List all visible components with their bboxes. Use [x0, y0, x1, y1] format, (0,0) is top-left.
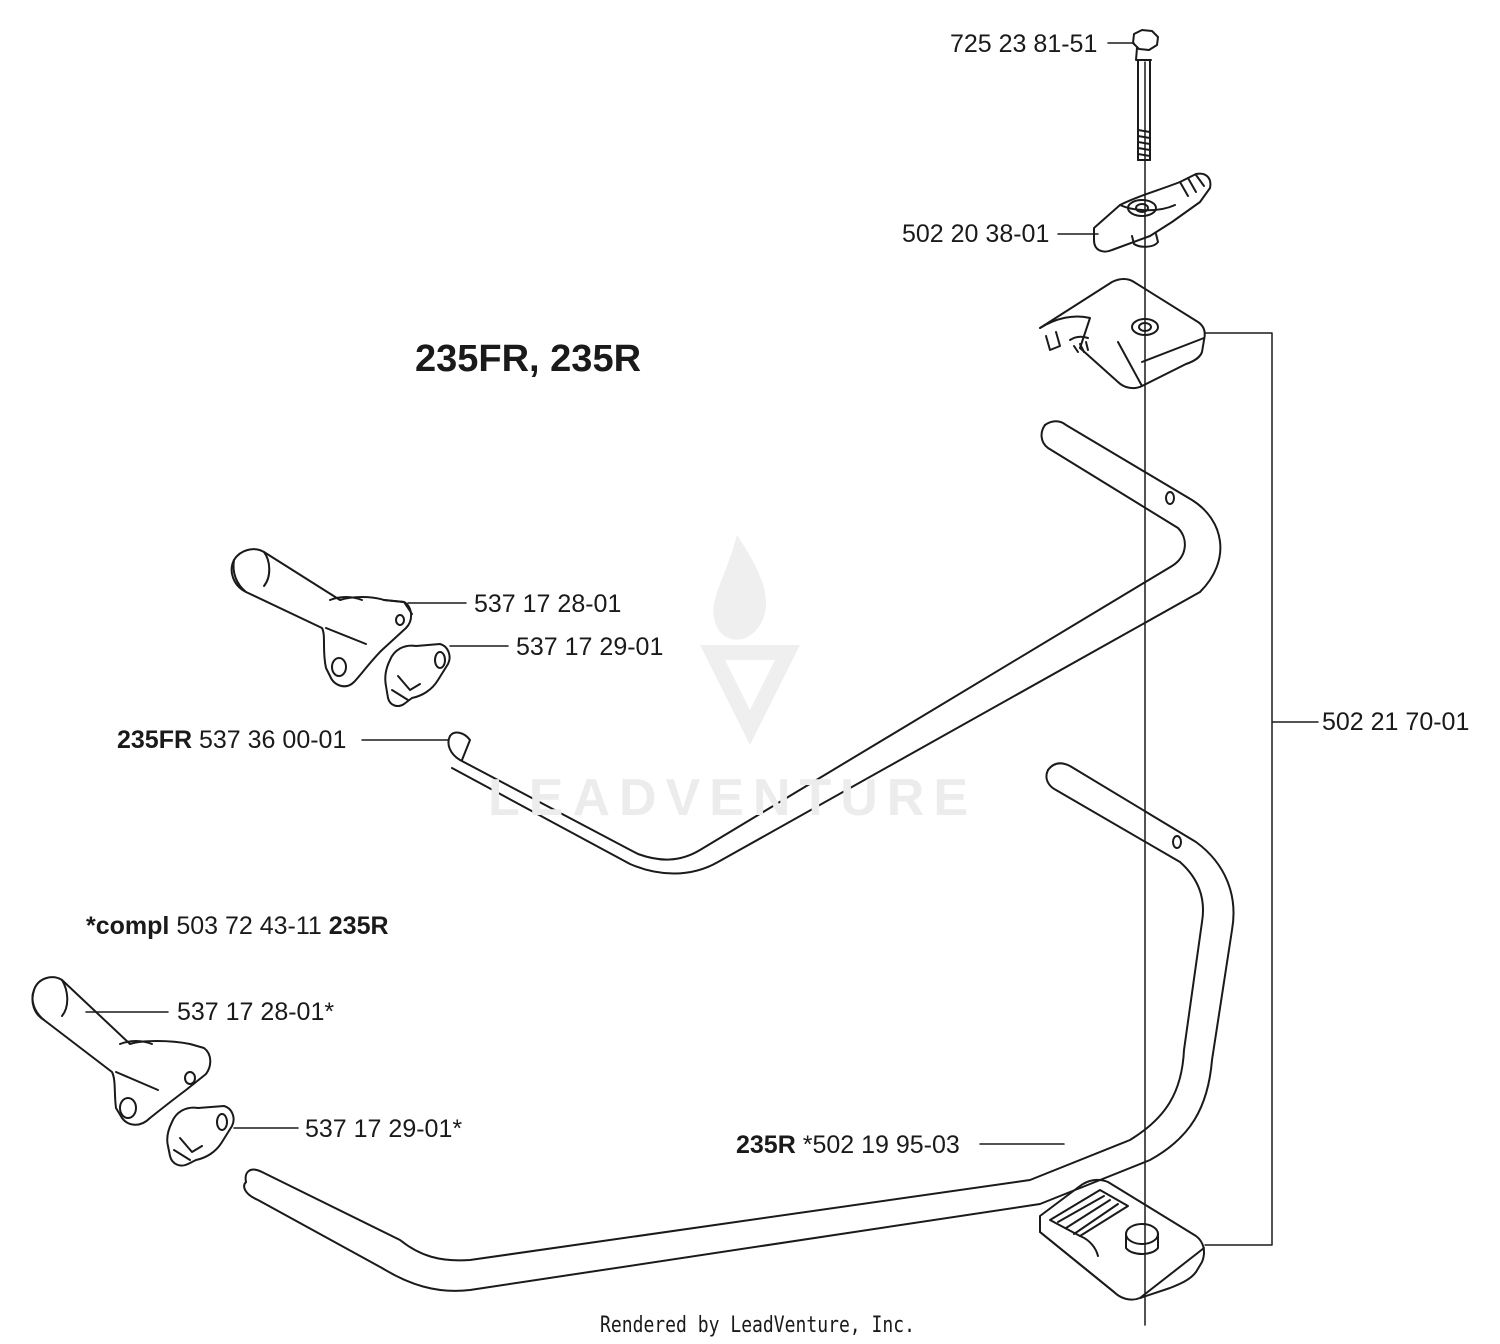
label-compl-model: 235R: [328, 912, 389, 940]
bolt-part: [1132, 29, 1159, 161]
label-bar-235fr: 235FR 537 36 00-01: [117, 728, 346, 753]
label-holder-lower: 537 17 29-01*: [305, 1115, 463, 1143]
upper-clamp-part: [1039, 278, 1206, 390]
watermark-text: LEADVENTURE: [488, 769, 978, 827]
lower-handle-part: [31, 976, 212, 1126]
wing-knob-part: [1093, 172, 1212, 253]
label-handle-upper: 537 17 28-01: [474, 590, 622, 618]
leader-lines: [85, 42, 1135, 1145]
label-holder-upper: 537 17 29-01: [516, 633, 664, 661]
watermark-logo: [700, 535, 800, 745]
label-bolt: 725 23 81-51: [950, 30, 1098, 58]
bar-235fr-part: [447, 420, 1222, 875]
lower-holder-part: [166, 1105, 235, 1167]
bar-235r-part: [243, 762, 1235, 1292]
label-bar-235r: 235R *502 19 95-03: [736, 1133, 960, 1158]
label-compl: *compl 503 72 43-11 235R: [86, 914, 389, 939]
footer-credit: Rendered by LeadVenture, Inc.: [600, 1313, 915, 1338]
lower-clamp-part: [1039, 1178, 1205, 1301]
label-bar-235r-model: 235R: [736, 1131, 796, 1159]
label-compl-prefix: *compl: [86, 912, 170, 940]
label-handle-lower: 537 17 28-01*: [177, 998, 335, 1026]
label-bar-235fr-model: 235FR: [117, 726, 193, 754]
label-compl-part: 503 72 43-11: [176, 912, 322, 940]
clamp-kit-bracket: [1204, 332, 1319, 1246]
label-wing-knob: 502 20 38-01: [902, 220, 1050, 248]
label-bar-235fr-part: 537 36 00-01: [199, 726, 347, 754]
diagram-title: 235FR, 235R: [415, 338, 642, 380]
label-bar-235r-part: *502 19 95-03: [802, 1131, 960, 1159]
upper-handle-part: [230, 548, 413, 688]
upper-holder-part: [384, 643, 451, 707]
label-clamp-kit: 502 21 70-01: [1322, 708, 1470, 736]
